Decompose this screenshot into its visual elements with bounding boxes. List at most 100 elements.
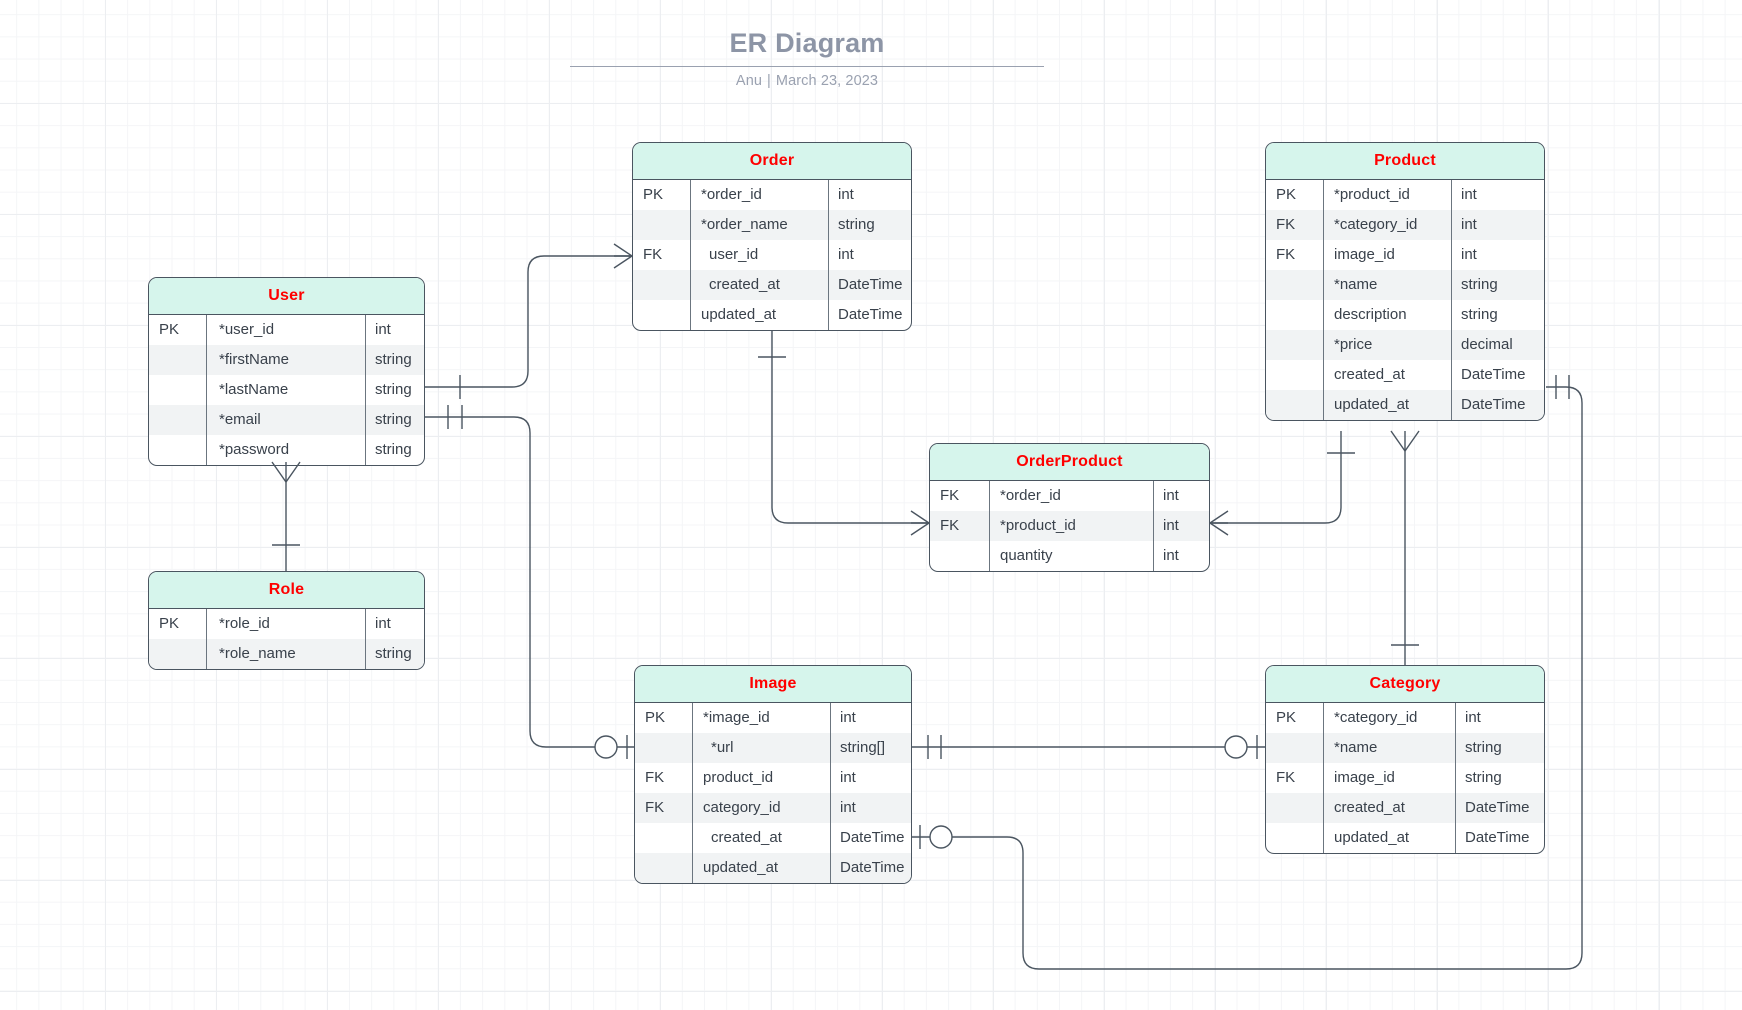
entity-column-row[interactable]: updated_at DateTime — [1266, 823, 1544, 853]
column-key-label: PK — [635, 703, 693, 733]
column-type-label: int — [1163, 547, 1179, 564]
column-type-label: int — [375, 615, 391, 632]
column-type-label: int — [840, 709, 856, 726]
column-name-label: *name — [1324, 270, 1452, 300]
column-key-label — [1266, 733, 1324, 763]
column-name-label: *role_name — [207, 639, 366, 669]
column-type-label: int — [840, 799, 856, 816]
column-type-label: int — [838, 186, 854, 203]
entity-title: Category — [1266, 666, 1544, 703]
column-key-label — [149, 345, 207, 375]
column-type-label: string — [375, 441, 412, 458]
entity-column-row[interactable]: quantity int — [930, 541, 1209, 571]
column-key-label: PK — [1266, 180, 1324, 210]
column-type-label: int — [1461, 216, 1477, 233]
column-key-label: PK — [149, 315, 207, 345]
column-type-label: string — [375, 645, 412, 662]
column-name-label: *product_id — [1324, 180, 1452, 210]
column-type-label: int — [1461, 186, 1477, 203]
link-order-orderproduct — [758, 331, 930, 536]
column-name-label: category_id — [693, 793, 831, 823]
link-user-image — [425, 405, 634, 759]
entity-title: Role — [149, 572, 424, 609]
column-name-label: *email — [207, 405, 366, 435]
column-type-label: DateTime — [1465, 829, 1530, 846]
column-name-label: *url — [693, 733, 831, 763]
column-name-label: *category_id — [1324, 210, 1452, 240]
column-key-label — [1266, 793, 1324, 823]
entity-column-row[interactable]: *password string — [149, 435, 424, 465]
page-title: ER Diagram — [729, 28, 885, 58]
column-name-label: created_at — [1324, 360, 1452, 390]
entity-column-row[interactable]: *role_name string — [149, 639, 424, 669]
column-type-label: decimal — [1461, 336, 1513, 353]
column-type-label: string — [1461, 276, 1498, 293]
column-key-label — [635, 853, 693, 883]
column-type-label: string — [375, 411, 412, 428]
column-name-label: created_at — [693, 823, 831, 853]
column-name-label: *user_id — [207, 315, 366, 345]
column-key-label — [149, 375, 207, 405]
column-type-label: string — [1465, 769, 1502, 786]
author-label: Anu — [735, 73, 763, 89]
column-key-label — [633, 300, 691, 330]
column-name-label: product_id — [693, 763, 831, 793]
entity-column-row[interactable]: *email string — [149, 405, 424, 435]
column-name-label: user_id — [691, 240, 829, 270]
entity-column-row[interactable]: *name string — [1266, 270, 1544, 300]
column-key-label — [149, 405, 207, 435]
column-type-label: int — [1163, 517, 1179, 534]
entity-title: User — [149, 278, 424, 315]
column-key-label — [1266, 330, 1324, 360]
column-name-label: created_at — [1324, 793, 1456, 823]
entity-column-row[interactable]: PK*product_id int — [1266, 180, 1544, 210]
column-type-label: int — [1465, 709, 1481, 726]
column-name-label: image_id — [1324, 763, 1456, 793]
column-name-label: *password — [207, 435, 366, 465]
column-key-label — [635, 823, 693, 853]
column-name-label: updated_at — [1324, 823, 1456, 853]
column-name-label: quantity — [990, 541, 1154, 571]
column-type-label: int — [838, 246, 854, 263]
